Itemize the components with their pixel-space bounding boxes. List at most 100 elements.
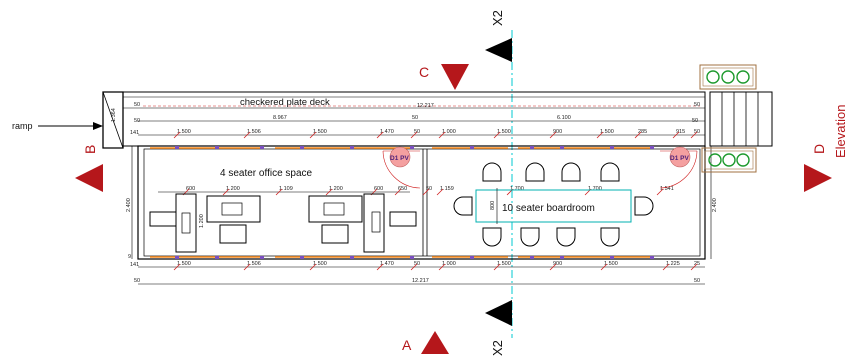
chair — [520, 227, 540, 247]
dim-label: 1.000 — [442, 261, 456, 267]
dim-height-right: 2.400 — [712, 198, 718, 212]
dim-tick — [600, 263, 608, 271]
elevation-label: Elevation — [833, 105, 845, 158]
boardroom-label: 10 seater boardroom — [502, 203, 595, 214]
dim-label: 1.200 — [226, 186, 240, 192]
dim-label: 285 — [638, 129, 647, 135]
dim-tick — [656, 188, 664, 196]
dim-label: 1.500 — [313, 261, 327, 267]
dim-label: 1.700 — [588, 186, 602, 192]
dim-tick — [596, 131, 604, 139]
table-depth-label: 800 — [490, 201, 496, 210]
dim-label: 1.470 — [380, 261, 394, 267]
window-mullion — [260, 146, 264, 149]
planter-bottom — [701, 147, 757, 173]
dim-label: 50 — [414, 261, 420, 267]
desk-workstation-3 — [308, 195, 363, 244]
window-mullion — [350, 256, 354, 259]
boardroom-table — [475, 189, 632, 223]
ramp-arrow-head — [93, 122, 103, 130]
container-outer-wall — [137, 145, 706, 260]
dim-label: 1.700 — [510, 186, 524, 192]
dim-label: 915 — [676, 129, 685, 135]
dim-end-top-left: 50 — [134, 102, 140, 108]
dim-tick — [173, 263, 181, 271]
dim-label: 1.470 — [380, 129, 394, 135]
window-mullion — [530, 256, 534, 259]
door-badge-left-label: D1 PV — [390, 155, 409, 162]
chair — [561, 162, 581, 182]
dim-label: 1.109 — [279, 186, 293, 192]
dim-label: 1.500 — [177, 129, 191, 135]
marker-d-triangle — [804, 164, 832, 192]
svg-text:1.200: 1.200 — [199, 214, 205, 228]
dim-label: 1.225 — [666, 261, 680, 267]
dim-tick — [376, 263, 384, 271]
dim-tick — [493, 263, 501, 271]
dim-tick — [394, 188, 402, 196]
dim-deck-left: 8.967 — [273, 115, 287, 121]
dim-label: 1.200 — [329, 186, 343, 192]
marker-a-label: A — [402, 337, 412, 353]
window-mullion — [410, 146, 414, 149]
dim-tick — [309, 263, 317, 271]
dim-tick — [436, 188, 444, 196]
planter-top — [699, 64, 757, 90]
dim-bottom-end-right: 50 — [694, 278, 700, 284]
dim-label: 1.159 — [440, 186, 454, 192]
dim-tick — [672, 131, 680, 139]
chair — [600, 162, 620, 182]
axis-label-top: X2 — [490, 10, 505, 26]
dim-label: 600 — [186, 186, 195, 192]
dim-label: 50 — [414, 129, 420, 135]
marker-d-label: D — [811, 144, 827, 154]
window-mullion — [175, 146, 179, 149]
dim-tick — [549, 131, 557, 139]
dim-bottom-left-9: 9 — [128, 254, 131, 260]
door-badge-right-label: D1 PV — [670, 155, 689, 162]
dim-label: 1.500 — [313, 129, 327, 135]
chair — [482, 227, 502, 247]
dim-label: 50 — [426, 186, 432, 192]
dim-tick — [438, 131, 446, 139]
dim-tick — [634, 131, 642, 139]
ramp-label: ramp — [12, 121, 33, 131]
dim-tick — [309, 131, 317, 139]
dim-mid-50: 50 — [412, 115, 418, 121]
marker-c-label: C — [419, 64, 429, 80]
marker-b-label: B — [82, 145, 98, 154]
window-mullion — [215, 146, 219, 149]
dim-label: 1.500 — [177, 261, 191, 267]
window-mullion — [470, 146, 474, 149]
window-mullion — [350, 146, 354, 149]
dim-label: 1.506 — [247, 129, 261, 135]
marker-b-triangle — [75, 164, 103, 192]
dim-tick — [549, 263, 557, 271]
windows — [150, 146, 654, 259]
axis-arrow-bottom — [485, 300, 512, 326]
desk-workstation-1: 1.200 — [149, 193, 205, 253]
deck-label: checkered plate deck — [240, 97, 330, 108]
window-mullion — [610, 256, 614, 259]
container-inner-wall — [143, 148, 701, 257]
dim-bottom-end-left: 50 — [134, 278, 140, 284]
chair — [556, 227, 576, 247]
window-mullion — [260, 256, 264, 259]
door-badge-right — [669, 146, 691, 168]
dim-height-left: 2.400 — [126, 198, 132, 212]
window-mullion — [300, 256, 304, 259]
dim-label: 1.500 — [600, 129, 614, 135]
window-mullion — [410, 256, 414, 259]
dim-label: 900 — [553, 261, 562, 267]
window-mullion — [215, 256, 219, 259]
dim-label: 50 — [694, 129, 700, 135]
window-mullion — [650, 146, 654, 149]
dim-label: 1.500 — [497, 129, 511, 135]
chair — [634, 196, 654, 216]
dim-tick — [410, 131, 418, 139]
dim-tick — [410, 263, 418, 271]
dim-mid-top-extra: 50 — [692, 118, 698, 124]
